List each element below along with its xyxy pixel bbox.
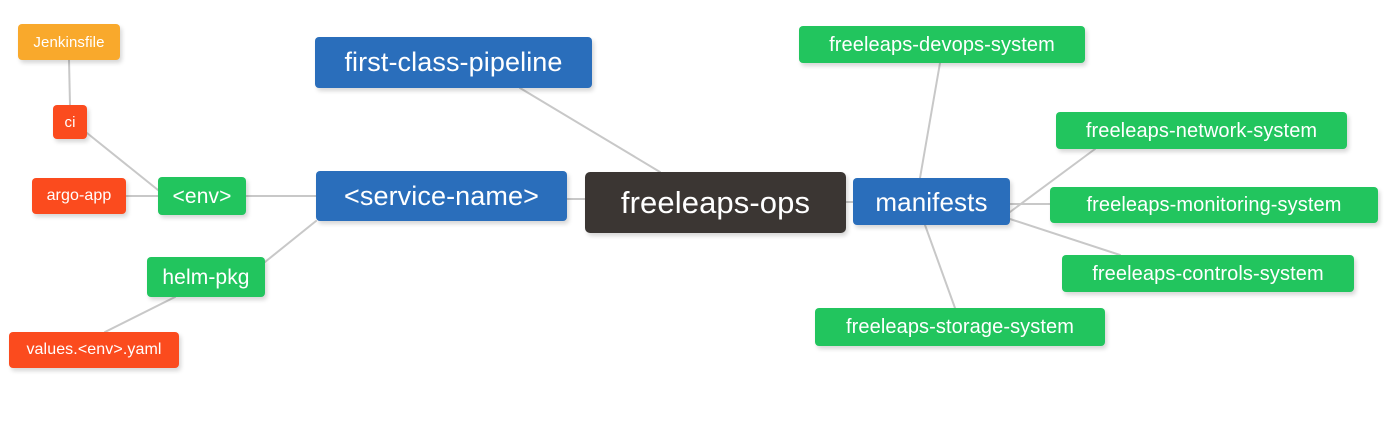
node-freeleaps-storage-system[interactable]: freeleaps-storage-system (815, 308, 1105, 346)
edge-manifests-to-freeleaps-devops-system (919, 62, 941, 179)
node-helm-pkg[interactable]: helm-pkg (147, 257, 265, 297)
node-manifests[interactable]: manifests (853, 178, 1010, 225)
node-freeleaps-devops-system[interactable]: freeleaps-devops-system (799, 26, 1085, 63)
edge-manifests-to-freeleaps-controls-system (1009, 218, 1121, 256)
node-first-class-pipeline[interactable]: first-class-pipeline (315, 37, 592, 88)
node-freeleaps-network-system[interactable]: freeleaps-network-system (1056, 112, 1347, 149)
edge-manifests-to-freeleaps-storage-system (924, 224, 956, 309)
node-service-name[interactable]: <service-name> (316, 171, 567, 221)
node-freeleaps-controls-system[interactable]: freeleaps-controls-system (1062, 255, 1354, 292)
node-freeleaps-ops[interactable]: freeleaps-ops (585, 172, 846, 233)
edge-first-class-pipeline-to-freeleaps-ops (519, 87, 661, 173)
edge-jenkinsfile-to-ci (68, 59, 71, 106)
node-ci[interactable]: ci (53, 105, 87, 139)
node-env[interactable]: <env> (158, 177, 246, 215)
edge-helm-pkg-to-values-yaml (104, 296, 176, 333)
node-argo-app[interactable]: argo-app (32, 178, 126, 214)
node-values-yaml[interactable]: values.<env>.yaml (9, 332, 179, 368)
edge-service-name-to-helm-pkg (264, 220, 317, 263)
node-jenkinsfile[interactable]: Jenkinsfile (18, 24, 120, 60)
node-freeleaps-monitoring-system[interactable]: freeleaps-monitoring-system (1050, 187, 1378, 223)
